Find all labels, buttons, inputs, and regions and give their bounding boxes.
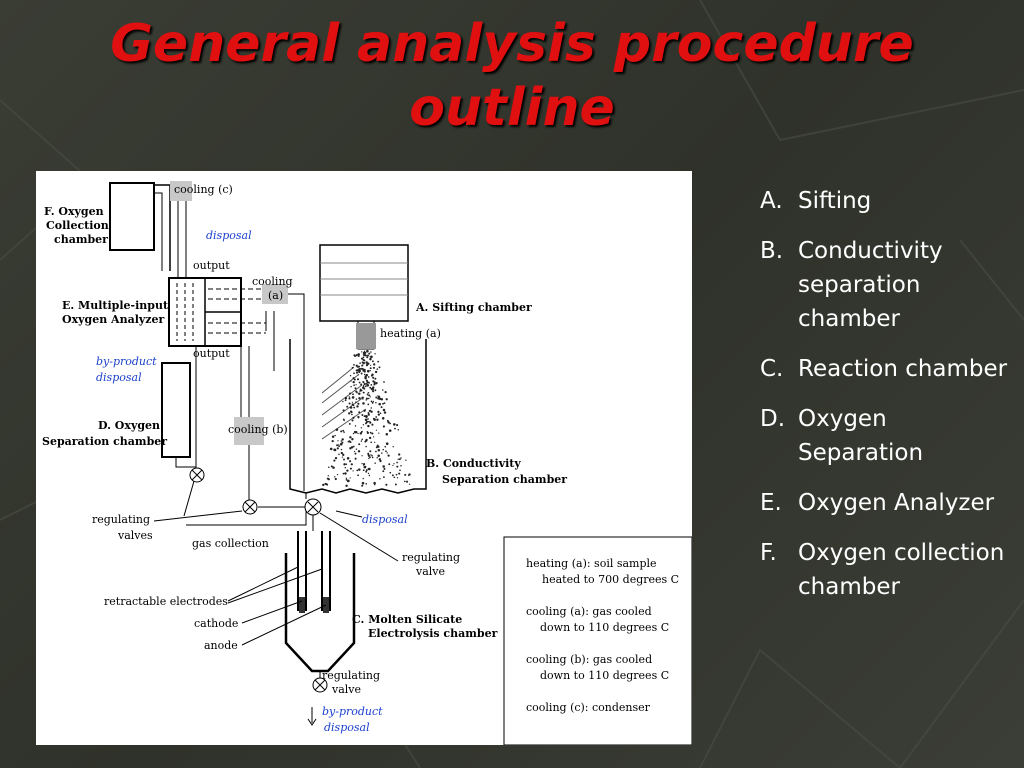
legend-mark-a: A. (760, 188, 783, 214)
c-label-2: Electrolysis chamber (368, 627, 498, 640)
a-label: A. Sifting chamber (415, 301, 532, 314)
legend-mark-f: F. (760, 540, 777, 566)
c-label-1: C. Molten Silicate (352, 613, 462, 626)
particle-spray (322, 349, 411, 488)
legend-text-c: Reaction chamber (798, 356, 1008, 382)
regulating-valve-mid-label-1: regulating (402, 551, 460, 564)
f-label-1: F. Oxygen (44, 205, 104, 218)
legend-item-f: F. Oxygen collection chamber (760, 536, 1010, 604)
regulating-valve-bot-label-2: valve (331, 683, 361, 696)
legend-item-a: A. Sifting (760, 184, 1010, 218)
retractable-electrodes-label: retractable electrodes (104, 595, 228, 608)
legend-item-e: E. Oxygen Analyzer (760, 486, 1010, 520)
legend-mark-b: B. (760, 238, 784, 264)
disposal-mid-label: disposal (362, 513, 408, 526)
f-label-2: Collection (46, 219, 109, 232)
heating-a-label: heating (a) (380, 327, 441, 340)
title-line-2: outline (409, 78, 615, 138)
legend-item-d: D. Oxygen Separation (760, 402, 1010, 470)
byproduct-bottom-label-1: by-product (322, 705, 383, 718)
key-line-4: down to 110 degrees C (540, 621, 669, 634)
b-label-2: Separation chamber (442, 473, 567, 486)
cooling-a-label-2: (a) (268, 289, 283, 302)
regulating-valve-bot-label-1: regulating (322, 669, 380, 682)
key-line-7: cooling (c): condenser (526, 701, 651, 714)
byproduct-label-2: disposal (96, 371, 142, 384)
cathode-label: cathode (194, 617, 238, 630)
key-line-5: cooling (b): gas cooled (526, 653, 652, 666)
title-line-1: General analysis procedure (110, 14, 914, 74)
legend-mark-d: D. (760, 406, 786, 432)
disposal-top-label: disposal (206, 229, 252, 242)
regulating-valves-label-1: regulating (92, 513, 150, 526)
d-label-1: D. Oxygen (98, 419, 160, 432)
byproduct-label-1: by-product (96, 355, 157, 368)
legend-mark-e: E. (760, 490, 782, 516)
c-electrolysis-chamber (284, 553, 356, 673)
gas-collection-label: gas collection (192, 537, 269, 550)
cooling-b-label: cooling (b) (228, 423, 288, 436)
output-bottom-label: output (193, 347, 230, 360)
regulating-valves-label-2: valves (117, 529, 153, 542)
key-box (503, 536, 692, 745)
legend-item-b: B. Conductivity separation chamber (760, 234, 1010, 336)
cooling-b-box (234, 417, 264, 445)
e-label-1: E. Multiple-input (62, 299, 169, 312)
legend-text-f: Oxygen collection chamber (798, 540, 1005, 600)
legend-text-a: Sifting (798, 188, 872, 214)
key-line-1: heating (a): soil sample (526, 557, 657, 570)
legend-item-c: C. Reaction chamber (760, 352, 1010, 386)
b-conductivity-chamber (289, 339, 427, 494)
a-sifting-chamber (319, 244, 409, 322)
process-diagram: F. Oxygen Collection chamber cooling (c)… (36, 171, 692, 745)
sifter-nozzle (356, 323, 376, 349)
output-top-label: output (193, 259, 230, 272)
b-label-1: B. Conductivity (426, 457, 521, 470)
legend-text-d: Oxygen Separation (798, 406, 924, 466)
d-label-2: Separation chamber (42, 435, 167, 448)
regulating-valve-mid-label-2: valve (415, 565, 445, 578)
byproduct-bottom-label-2: disposal (324, 721, 370, 734)
legend-list: A. Sifting B. Conductivity separation cham… (760, 184, 1010, 620)
cooling-a-box (262, 284, 288, 304)
cooling-a-label-1: cooling (252, 275, 293, 288)
cooling-c-box (170, 181, 192, 201)
key-line-2: heated to 700 degrees C (542, 573, 679, 586)
anode-label: anode (204, 639, 238, 652)
f-collection-chamber (109, 182, 155, 251)
cooling-c-label: cooling (c) (174, 183, 233, 196)
page-title: General analysis procedure outline (0, 12, 1024, 140)
f-label-3: chamber (54, 233, 108, 246)
legend-text-e: Oxygen Analyzer (798, 490, 995, 516)
key-line-3: cooling (a): gas cooled (526, 605, 652, 618)
e-label-2: Oxygen Analyzer (62, 313, 165, 326)
key-line-6: down to 110 degrees C (540, 669, 669, 682)
legend-mark-c: C. (760, 356, 784, 382)
legend-text-b: Conductivity separation chamber (798, 238, 943, 332)
